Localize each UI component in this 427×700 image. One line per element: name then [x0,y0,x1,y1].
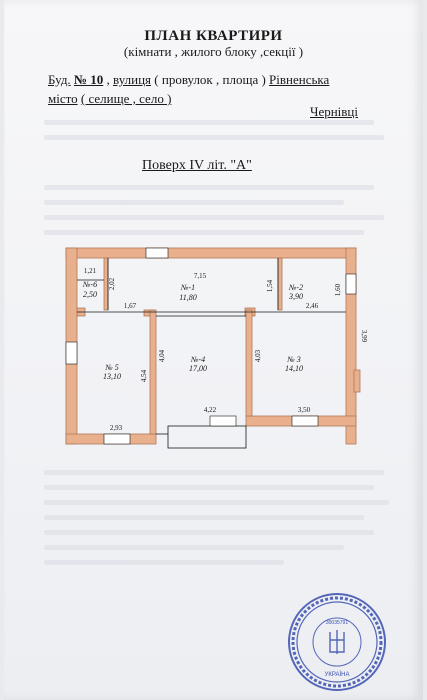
address-line-2: місто ( селище , село ) [48,91,171,107]
faint-text-line [44,135,384,140]
dim-3-50: 3,50 [298,406,311,414]
room-5-label: № 5 [104,363,119,372]
dim-1-60: 1,60 [334,283,342,296]
street-name: Рівненська [269,72,330,87]
dim-1-21: 1,21 [84,267,97,275]
street-label: вулиця [113,72,152,87]
room-2-area: 3,90 [288,292,303,301]
room-5-area: 13,10 [103,372,121,381]
address-line-1: Буд. № 10 , вулиця ( провулок , площа ) … [48,72,330,87]
faint-text-line [44,545,344,550]
room-4-label: №-4 [190,355,205,364]
room-3-area: 14,10 [285,364,303,373]
faint-text-line [44,120,374,125]
dim-4-54: 4,54 [140,369,148,382]
windows [65,247,357,445]
dim-4-04: 4,04 [158,349,166,362]
seal-number: 30035791 [326,620,348,626]
room-1-label: №-1 [180,283,195,292]
floor-label: Поверх IV літ. "А" [142,158,252,173]
faint-text-line [44,530,374,535]
interior-lines [77,258,346,449]
faint-text-line [44,230,364,235]
faint-text-line [44,485,374,490]
seal-country: УКРАЇНА [325,671,350,678]
room-6-label: №-6 [82,280,97,289]
seal-icon [288,593,386,691]
official-seal: 30035791 УКРАЇНА [288,593,386,691]
room-2-label: №-2 [288,283,303,292]
faint-text-line [44,560,284,565]
building-number: № 10 [73,72,104,87]
faint-text-line [44,515,364,520]
room-3-label: № 3 [286,355,301,364]
document-title: ПЛАН КВАРТИРИ [144,28,283,44]
dim-2-02: 2,02 [108,277,116,290]
faint-text-line [44,470,384,475]
city-rest: ( селище , село ) [80,91,172,106]
dim-7-15: 7,15 [194,272,207,280]
room-1-area: 11,80 [179,293,196,302]
faint-text-line [44,185,374,190]
dim-1-54: 1,54 [266,279,274,292]
dim-1-67: 1,67 [124,302,137,310]
room-6-area: 2,50 [83,290,97,299]
faint-text-line [44,215,384,220]
dim-2-46: 2,46 [306,302,319,310]
dim-4-03: 4,03 [254,349,262,362]
dim-3-99: 3,99 [360,330,368,343]
dim-4-22: 4,22 [204,406,217,414]
walls [65,247,361,445]
dim-2-93: 2,93 [110,424,123,432]
faint-text-line [44,200,344,205]
city-label: місто [48,91,78,106]
city-name: Чернівці [310,104,358,119]
faint-text-line [44,500,389,505]
street-rest: ( провулок , площа ) [154,72,266,87]
building-label: Буд. [48,72,71,87]
document-subtitle: (кімнати , жилого блоку ,секції ) [123,44,304,59]
room-4-area: 17,00 [189,364,207,373]
floor-plan: №-6 2,50 №-1 11,80 №-2 3,90 №-4 17,00 № … [65,247,368,449]
